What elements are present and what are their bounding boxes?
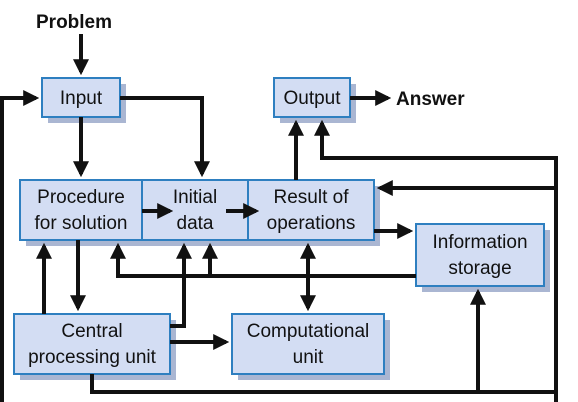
- output-label: Output: [283, 88, 341, 109]
- computational-label-line1: Computational: [247, 321, 370, 342]
- computational-box: [231, 313, 385, 375]
- storage-label-line1: Information: [432, 232, 527, 253]
- arrow-loop-output: [314, 119, 558, 402]
- cpu-label-line1: Central: [61, 321, 122, 342]
- result-label-line2: operations: [267, 213, 356, 234]
- connectors: [0, 34, 558, 402]
- bottom-loop-line: [90, 374, 556, 394]
- storage-box: [415, 223, 545, 287]
- arrow-input-initial-data: [120, 96, 210, 178]
- cpu-label-line2: processing unit: [28, 347, 157, 368]
- result-label-line1: Result of: [274, 187, 350, 208]
- initial-data-label-line2: data: [177, 213, 214, 234]
- answer-label: Answer: [396, 89, 465, 110]
- result-box: [247, 179, 375, 241]
- arrow-cpu-initial: [170, 242, 192, 328]
- problem-label: Problem: [36, 12, 112, 33]
- procedure-label-line1: Procedure: [37, 187, 125, 208]
- storage-return-line: [116, 246, 416, 278]
- input-label: Input: [60, 88, 103, 109]
- output-box: [273, 77, 351, 118]
- procedure-label-line2: for solution: [35, 213, 128, 234]
- storage-label-line2: storage: [448, 258, 511, 279]
- computational-label-line2: unit: [293, 347, 324, 368]
- initial-data-label-line1: Initial: [173, 187, 217, 208]
